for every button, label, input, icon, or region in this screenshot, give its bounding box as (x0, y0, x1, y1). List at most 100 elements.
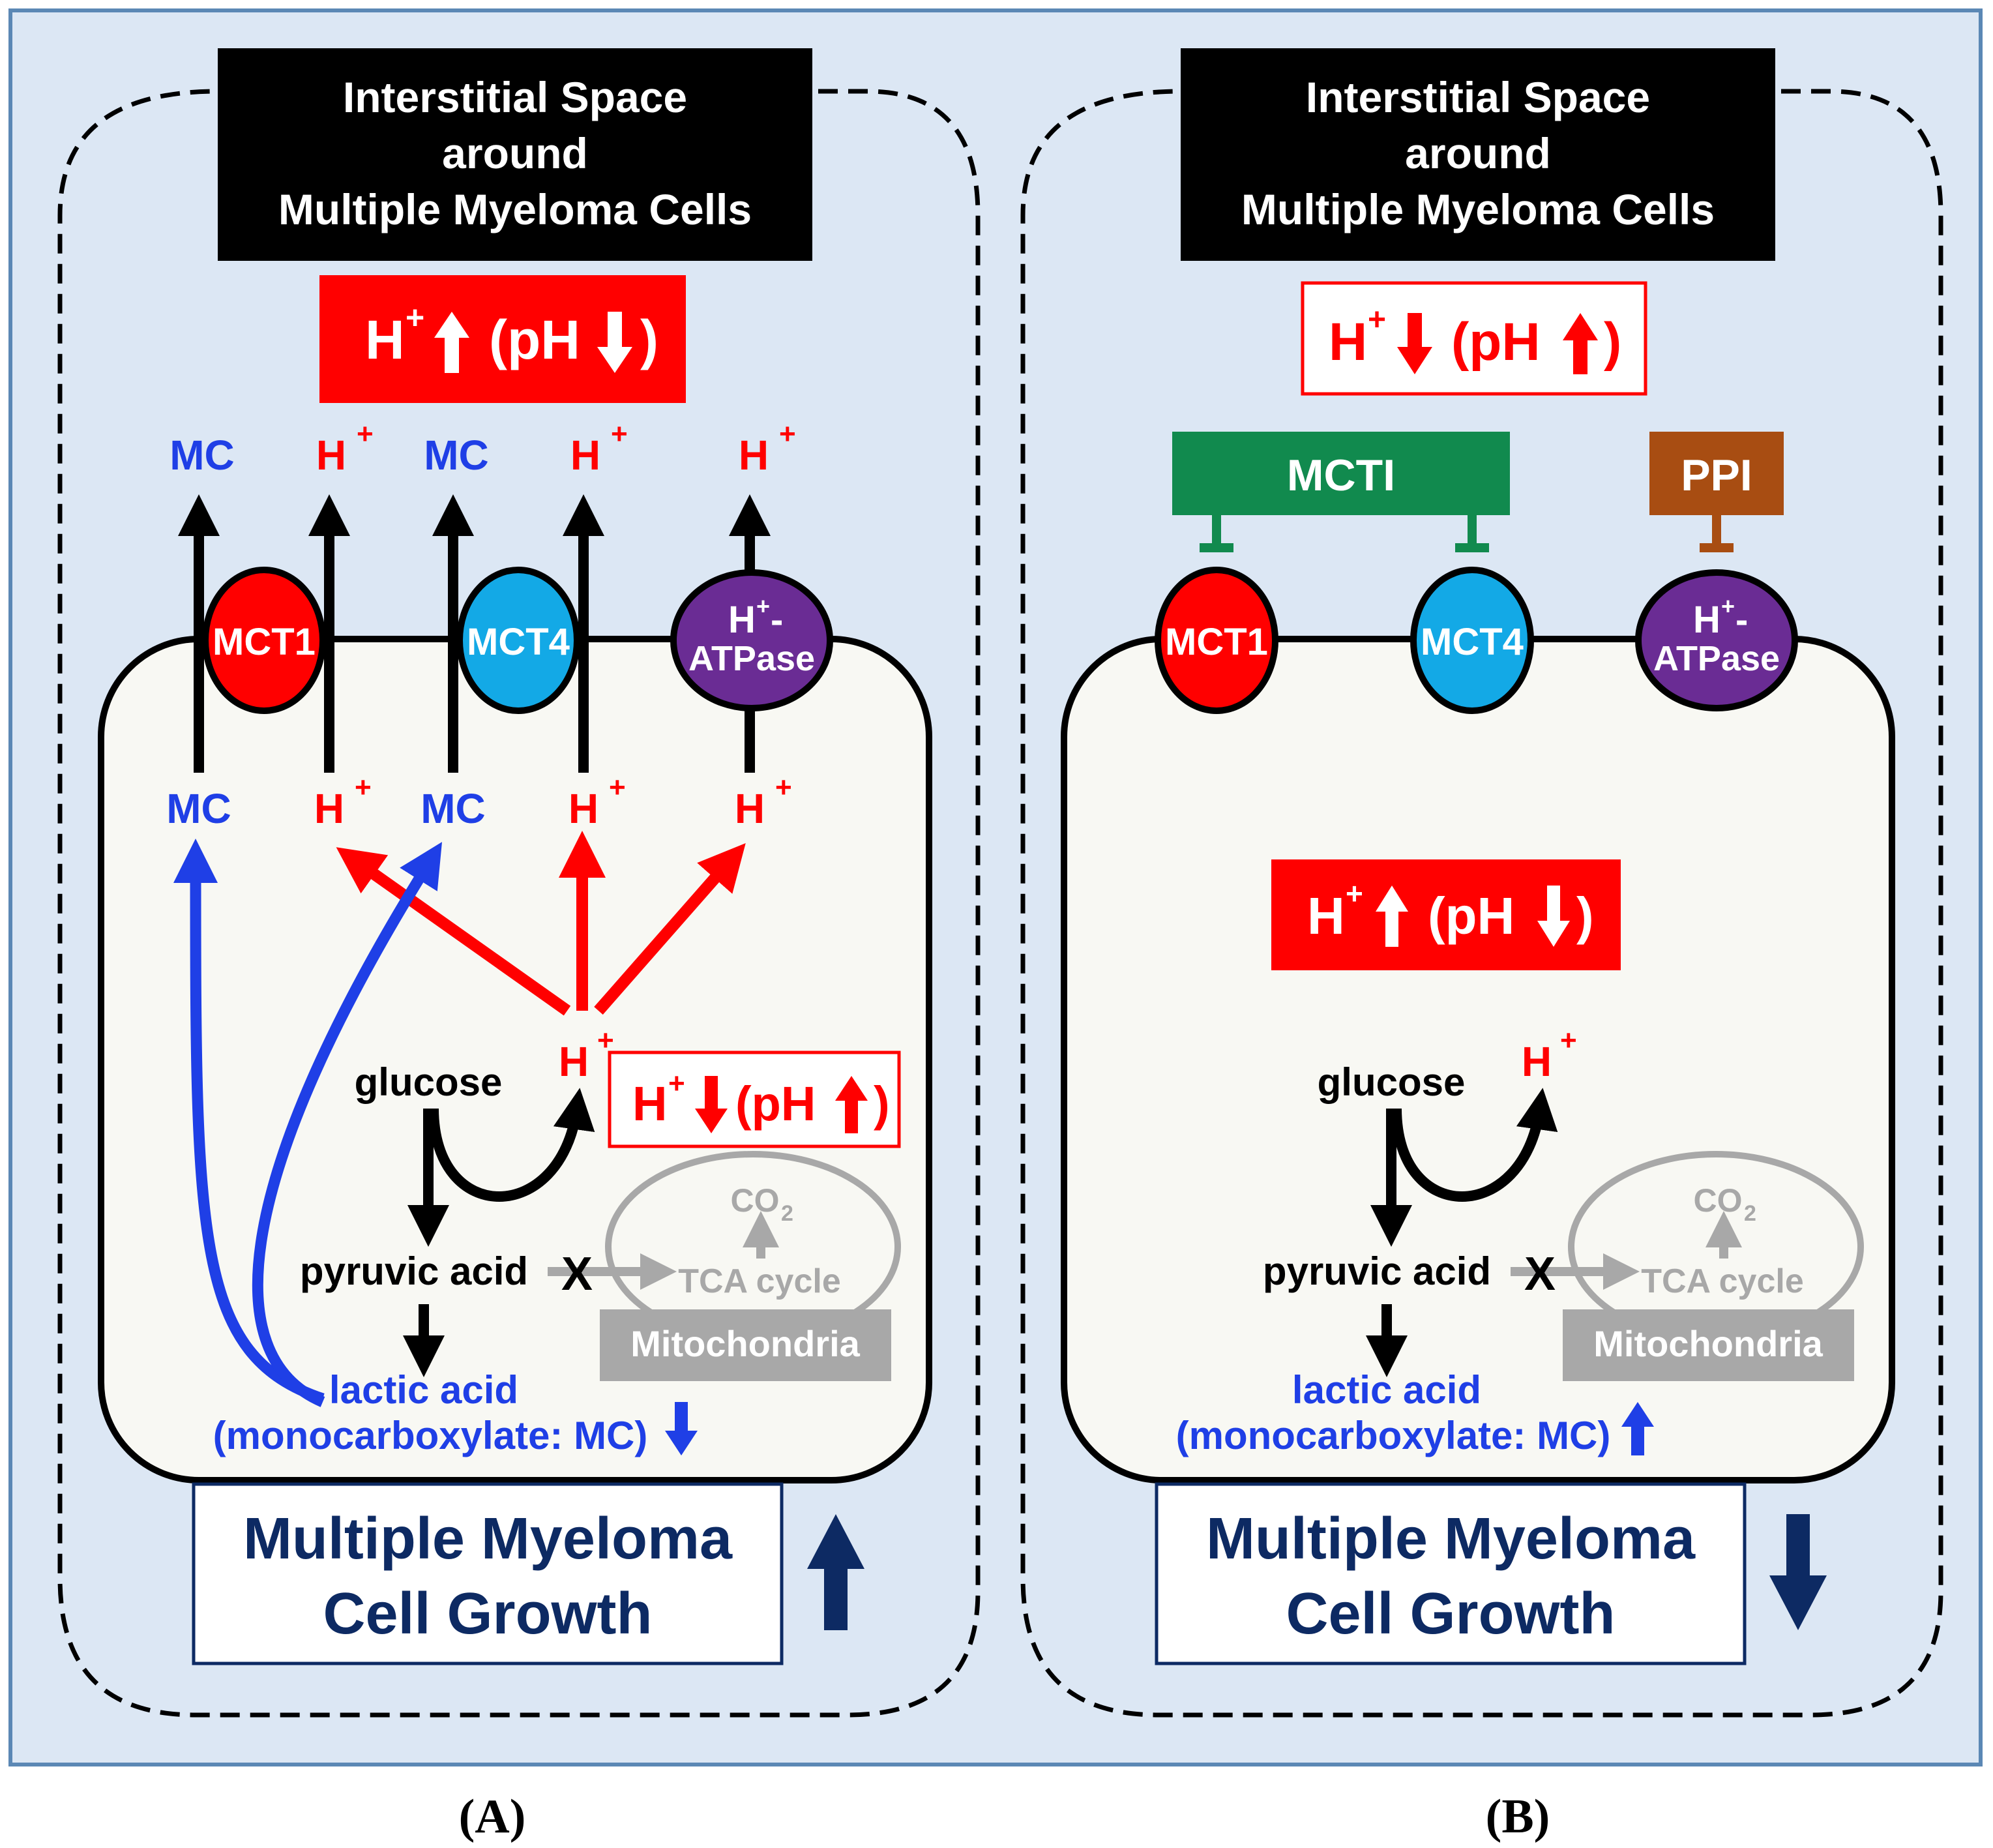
panel-a-caption: (A) (459, 1790, 526, 1843)
mct1-label: MCT1 (213, 621, 316, 663)
intra-status-close: ) (874, 1077, 890, 1131)
h-product-plus: + (1560, 1024, 1577, 1056)
top-label-h-2-plus: + (611, 418, 628, 450)
ppi-label: PPI (1681, 451, 1752, 500)
mitochondria-group: Mitochondria CO 2 TCA cycle X (1511, 1151, 1864, 1381)
atpase-label-line2: ATPase (1653, 639, 1780, 678)
lactic-acid-label: lactic acid (1292, 1368, 1481, 1412)
header-box (1181, 48, 1775, 261)
atpase-label-plus: + (1721, 593, 1735, 619)
glucose-label: glucose (355, 1060, 503, 1104)
top-label-h-1-plus: + (357, 418, 374, 450)
atpase-label-plus: + (756, 593, 770, 619)
glycolysis-arrows (403, 1088, 595, 1377)
growth-line-2: Cell Growth (1286, 1581, 1615, 1647)
lactate-up-arrow-icon (1621, 1402, 1654, 1455)
growth-down-arrow-icon (1769, 1514, 1827, 1630)
proton-export-arrows (336, 831, 746, 1016)
mct4-label: MCT4 (467, 621, 570, 663)
top-label-mc-2: MC (424, 432, 489, 479)
intra-h-down-arrow-icon (695, 1076, 728, 1133)
atpase-label-dash: - (1735, 599, 1748, 641)
status-h-plus: + (1368, 303, 1386, 337)
intra-status-h: H (1307, 887, 1345, 945)
intra-ph-up-arrow-icon (835, 1076, 868, 1133)
mitochondria-label: Mitochondria (1593, 1323, 1823, 1364)
top-label-mc-1: MC (170, 432, 235, 479)
h-atpase-transporter: H + - ATPase (670, 569, 833, 711)
extracellular-ph-status: H + (pH ) (319, 275, 686, 403)
lactate-down-arrow-icon (665, 1402, 698, 1455)
co2-label: CO (1694, 1182, 1743, 1219)
top-label-h-3: H (739, 432, 769, 479)
inner-label-h-3-plus: + (775, 771, 792, 803)
panel-b-caption: (B) (1486, 1790, 1550, 1843)
h-up-arrow-icon (434, 312, 469, 373)
atpase-label-h: H (728, 599, 756, 641)
co2-label: CO (731, 1182, 780, 1219)
blocked-x-mark: X (561, 1248, 593, 1300)
interstitial-boundary (1020, 89, 1943, 1718)
inner-label-h-2-plus: + (609, 771, 626, 803)
intra-status-h-plus: + (668, 1067, 685, 1099)
header-line-2: around (442, 129, 588, 177)
header-line-2: around (1405, 129, 1551, 177)
ph-down-arrow-icon (597, 312, 632, 373)
mct4-label: MCT4 (1421, 621, 1524, 663)
h-product-label: H (1522, 1038, 1552, 1085)
ppi-inhibitor: PPI (1649, 432, 1784, 552)
extracellular-ph-status: H + (pH ) (1301, 281, 1647, 396)
atpase-label-line2: ATPase (688, 639, 815, 678)
mitochondria-label: Mitochondria (630, 1323, 860, 1364)
panel-a: Interstitial Space around Multiple Myelo… (57, 48, 981, 1843)
pyruvic-acid-label: pyruvic acid (300, 1249, 528, 1293)
status-h: H (365, 309, 405, 370)
top-label-h-2: H (570, 432, 600, 479)
status-close: ) (640, 309, 658, 370)
intra-status-ph: (pH (1428, 887, 1514, 945)
lactate-export-arrows (173, 839, 443, 1407)
atpase-label-dash: - (771, 599, 783, 641)
inner-label-mc-2: MC (421, 785, 486, 832)
interstitial-boundary (57, 89, 981, 1718)
mcti-inhibitor: MCTI (1172, 432, 1510, 552)
header-line-3: Multiple Myeloma Cells (1241, 185, 1715, 233)
header-line-1: Interstitial Space (1306, 73, 1650, 121)
tca-cycle-label: TCA cycle (678, 1262, 841, 1300)
mct1-transporter: MCT1 (202, 567, 326, 714)
atpase-label-h: H (1693, 599, 1720, 641)
inner-label-mc-1: MC (166, 785, 231, 832)
inner-label-h-2: H (568, 785, 598, 832)
mct4-transporter: MCT4 (1410, 567, 1534, 714)
ph-up-arrow-icon (1563, 313, 1598, 374)
intra-status-h-plus: + (1346, 876, 1363, 910)
growth-line-1: Multiple Myeloma (1206, 1506, 1696, 1572)
status-ph: (pH (1451, 312, 1541, 372)
inner-label-h-1: H (314, 785, 344, 832)
mct1-transporter: MCT1 (1155, 567, 1278, 714)
pyruvic-acid-label: pyruvic acid (1263, 1249, 1491, 1293)
glycolysis-arrows (1366, 1088, 1558, 1377)
header-box (218, 48, 812, 261)
h-product-label: H (559, 1038, 589, 1085)
intra-ph-down-arrow-icon (1537, 886, 1570, 947)
inner-label-h-3: H (735, 785, 765, 832)
header-line-1: Interstitial Space (343, 73, 687, 121)
intracellular-ph-status: H + (pH ) (608, 1051, 901, 1148)
mct4-transporter: MCT4 (456, 567, 580, 714)
status-h: H (1329, 312, 1367, 372)
co2-subscript: 2 (1744, 1201, 1756, 1226)
mct1-label: MCT1 (1165, 621, 1268, 663)
tca-cycle-label: TCA cycle (1641, 1262, 1804, 1300)
intra-status-ph: (pH (735, 1077, 816, 1131)
co2-subscript: 2 (781, 1201, 793, 1226)
growth-line-2: Cell Growth (323, 1581, 652, 1647)
status-close: ) (1604, 312, 1621, 372)
intracellular-ph-status: H + (pH ) (1271, 859, 1621, 970)
panel-b: Interstitial Space around Multiple Myelo… (1020, 48, 1943, 1843)
header-line-3: Multiple Myeloma Cells (278, 185, 752, 233)
intra-status-close: ) (1576, 887, 1594, 945)
top-label-h-3-plus: + (779, 418, 796, 450)
